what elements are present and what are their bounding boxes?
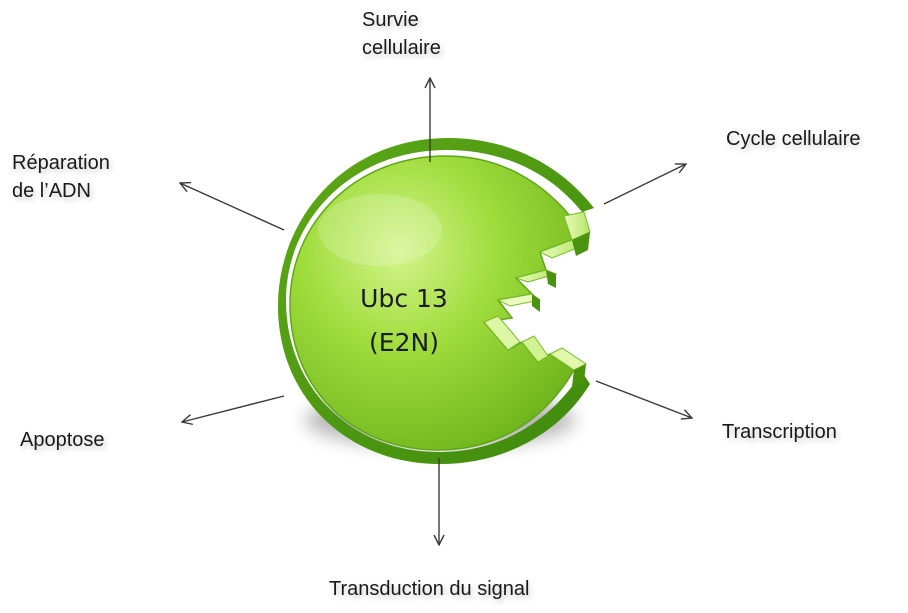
mouth-rim-step5 (521, 335, 549, 363)
center-label-line2: (E2N) (369, 328, 439, 357)
tooth-side-4 (572, 364, 586, 386)
shape-highlight (318, 194, 442, 266)
label-apoptose-text: Apoptose (20, 429, 105, 451)
tooth-side-1 (572, 232, 590, 256)
mouth-rim-step4 (483, 315, 521, 351)
label-apoptose: Apoptose (20, 426, 105, 454)
label-survie-line2: cellulaire (362, 37, 441, 59)
label-cycle: Cycle cellulaire (726, 125, 861, 153)
label-transcription-text: Transcription (722, 421, 837, 443)
label-transcription: Transcription (722, 418, 837, 446)
arrow-apoptose (182, 395, 285, 422)
label-reparation-line1: Réparation (12, 152, 110, 174)
tooth-side-2 (546, 270, 556, 288)
label-transduction: Transduction du signal (329, 575, 530, 603)
label-survie-line1: Survie (362, 9, 419, 31)
center-label-line1: Ubc 13 (360, 284, 448, 313)
arrow-transcription (595, 380, 692, 418)
tooth-side-3 (532, 294, 540, 312)
label-reparation-line2: de l’ADN (12, 180, 91, 202)
label-transduction-text: Transduction du signal (329, 578, 530, 600)
label-survie: Survie cellulaire (362, 6, 441, 62)
label-cycle-text: Cycle cellulaire (726, 128, 861, 150)
arrow-cycle (603, 164, 686, 205)
arrow-reparation (180, 183, 285, 231)
label-reparation: Réparation de l’ADN (12, 149, 110, 205)
